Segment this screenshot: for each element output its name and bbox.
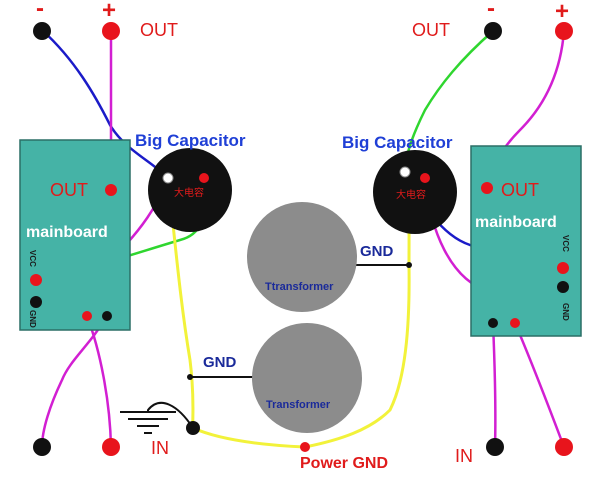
capacitor-right-marking: 大电容 <box>396 188 426 201</box>
out-label-left: OUT <box>140 20 178 40</box>
capacitor-left-pin-b <box>199 173 209 183</box>
terminal-left-out-plus <box>102 22 120 40</box>
capacitor-right-title: Big Capacitor <box>342 133 453 152</box>
terminal-left-in-plus <box>102 438 120 456</box>
board-left-out-pin <box>105 184 117 196</box>
wire-magenta-right-in-a <box>491 321 497 449</box>
capacitor-left <box>148 148 232 232</box>
terminal-left-out-minus <box>33 22 51 40</box>
transformer-bottom <box>252 323 362 433</box>
power-gnd-label: Power GND <box>300 455 388 472</box>
board-left-in-pin-a <box>82 311 92 321</box>
terminal-right-in-minus <box>486 438 504 456</box>
board-right-gnd-pin <box>557 281 569 293</box>
board-left-gnd-label: GND <box>28 310 37 328</box>
board-left-in-pin-b <box>102 311 112 321</box>
junction-top-gnd <box>406 262 412 268</box>
capacitor-left-marking: 大电容 <box>174 186 204 199</box>
board-right-gnd-label: GND <box>561 303 570 321</box>
board-left-title: mainboard <box>26 224 108 241</box>
in-label-right: IN <box>455 446 473 466</box>
capacitor-right-pin-b <box>420 173 430 183</box>
out-label-right: OUT <box>412 20 450 40</box>
board-right-out-label: OUT <box>501 180 539 200</box>
board-left-out-label: OUT <box>50 180 88 200</box>
junction-bottom-gnd <box>187 374 193 380</box>
capacitor-right-pin-a <box>399 166 411 178</box>
transformer-top-gnd-label: GND <box>360 243 394 260</box>
wire-earth-lead <box>147 401 194 429</box>
terminal-left-minus-sign: - <box>36 0 44 22</box>
wire-magenta-right-in-b <box>513 321 566 449</box>
board-left-vcc-label: VCC <box>28 250 37 267</box>
board-right-in-pin-b <box>510 318 520 328</box>
capacitor-right <box>373 150 457 234</box>
junction-in-left <box>186 421 200 435</box>
wire-magenta-left-in-b <box>40 314 109 449</box>
board-right-out-pin <box>481 182 493 194</box>
board-right-in-pin-a <box>488 318 498 328</box>
board-left-vcc-pin <box>30 274 42 286</box>
terminal-right-plus-sign: + <box>555 0 569 25</box>
in-label-left: IN <box>151 438 169 458</box>
terminal-right-out-plus <box>555 22 573 40</box>
capacitor-left-pin-a <box>162 172 174 184</box>
wire-magenta-left-in-a <box>85 314 113 449</box>
terminal-left-plus-sign: + <box>102 0 116 24</box>
terminal-right-minus-sign: - <box>487 0 495 22</box>
mainboard-right <box>470 145 582 337</box>
board-right-title: mainboard <box>475 214 557 231</box>
junction-power-gnd <box>300 442 310 452</box>
transformer-top-label: Ttransformer <box>265 281 334 293</box>
transformer-bottom-gnd-label: GND <box>203 354 237 371</box>
board-right-vcc-pin <box>557 262 569 274</box>
board-right-vcc-label: VCC <box>561 235 570 252</box>
transformer-top <box>247 202 357 312</box>
terminal-right-out-minus <box>484 22 502 40</box>
earth-ground-icon <box>120 410 176 434</box>
transformer-bottom-label: Transformer <box>266 399 331 411</box>
terminal-right-in-plus <box>555 438 573 456</box>
board-left-gnd-pin <box>30 296 42 308</box>
capacitor-left-title: Big Capacitor <box>135 131 246 150</box>
terminal-left-in-minus <box>33 438 51 456</box>
